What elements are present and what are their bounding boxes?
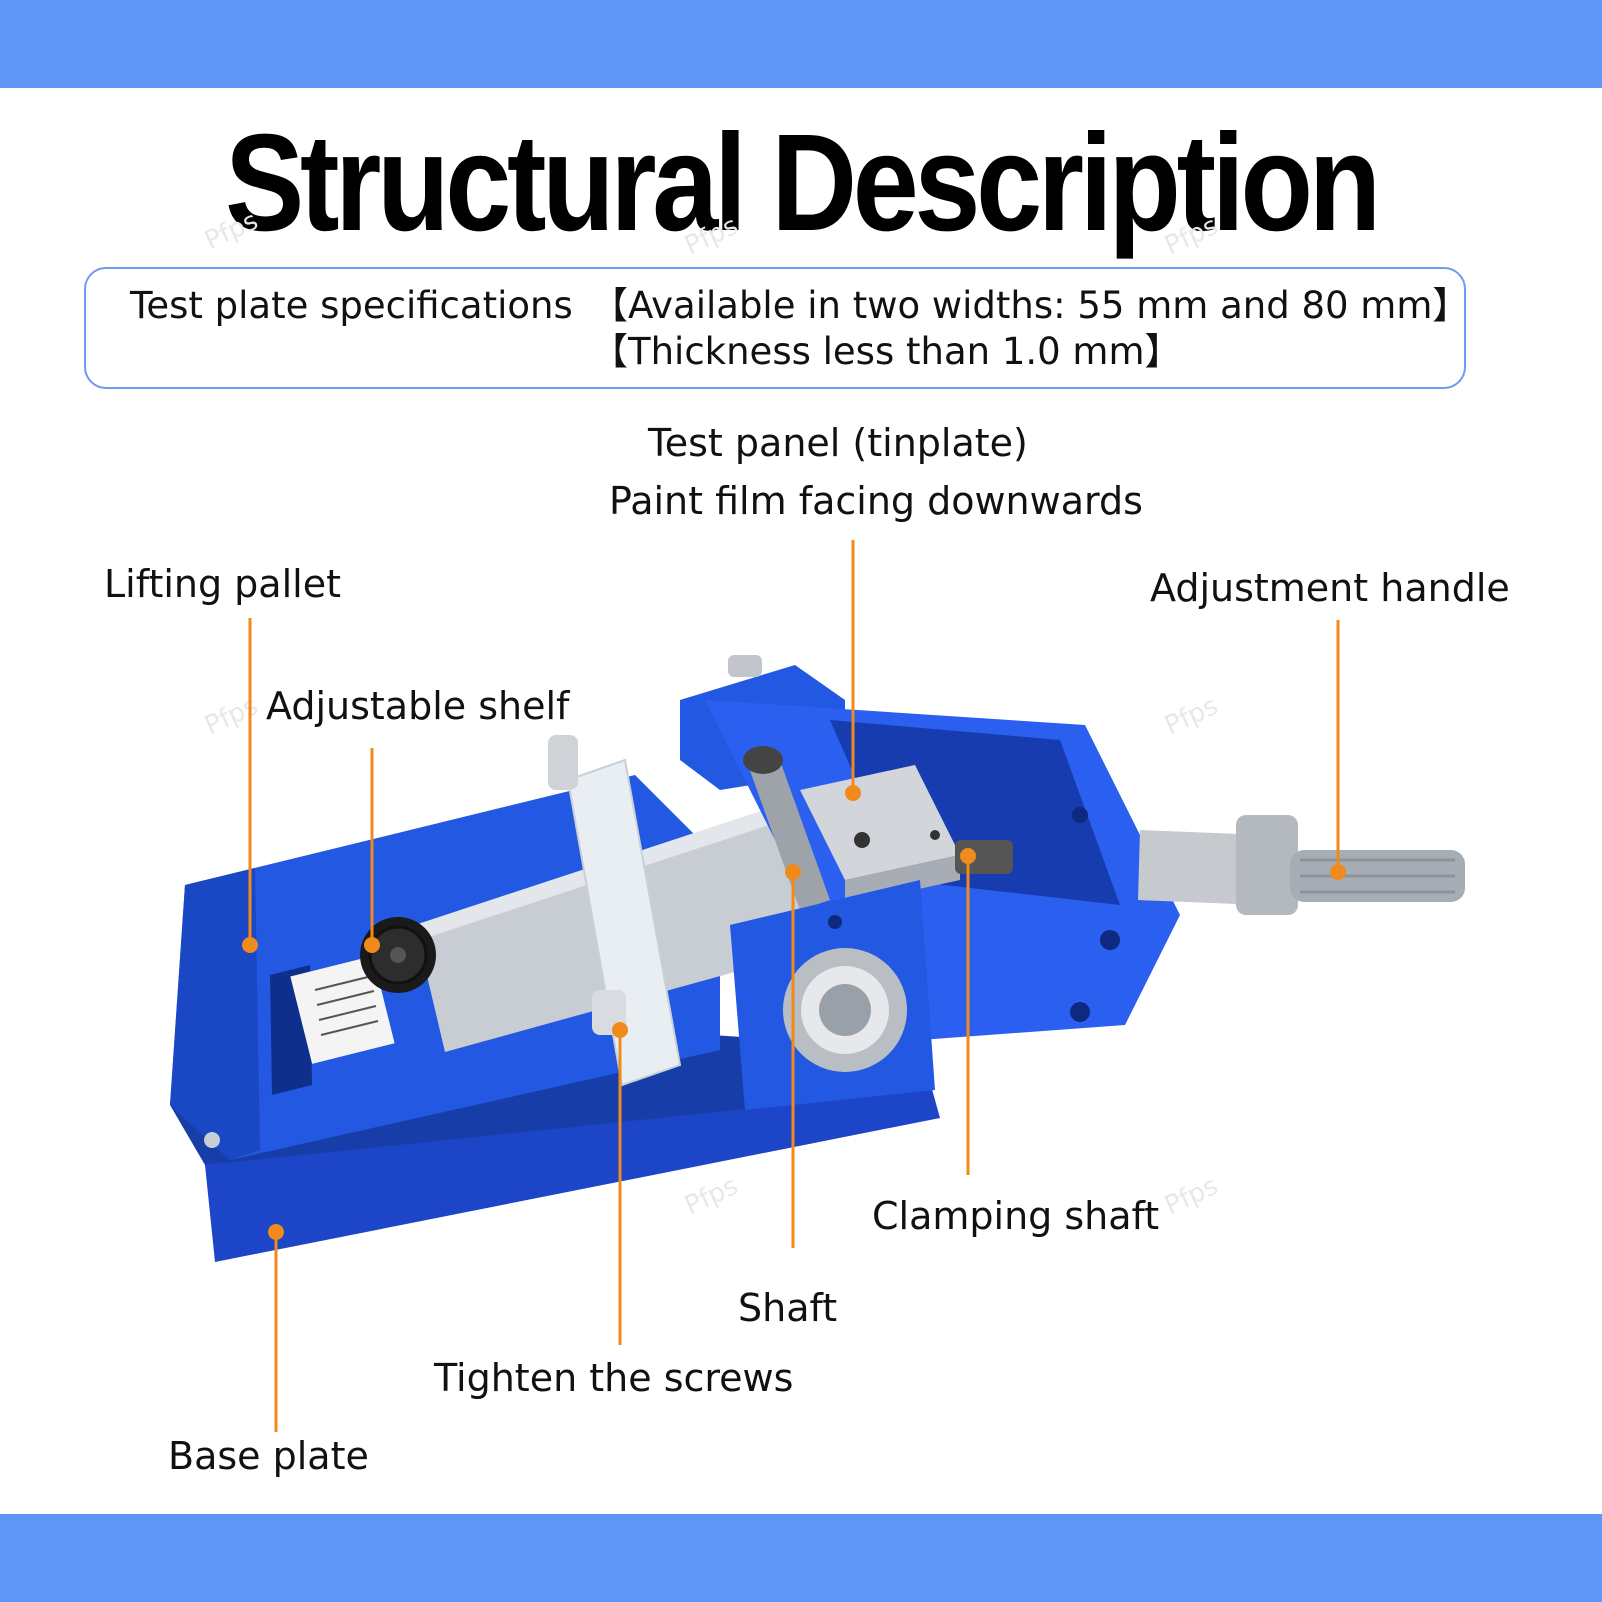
callout-test-panel-title: Test panel (tinplate) [648, 421, 1028, 465]
label-sticker [290, 955, 395, 1064]
callout-test-panel-note: Paint film facing downwards [609, 479, 1143, 523]
shaft-rod-part [743, 746, 830, 910]
callout-adjustment-handle: Adjustment handle [1150, 566, 1510, 610]
spec-thickness: 【Thickness less than 1.0 mm】 [591, 330, 1182, 373]
clamp-bar-part [548, 735, 682, 1087]
page-title: Structural Description [225, 106, 1381, 260]
top-band [0, 0, 1602, 88]
callout-lines [248, 540, 1340, 1432]
callout-tighten-screws: Tighten the screws [434, 1356, 794, 1400]
pivot-block-part [730, 880, 935, 1110]
watermark: Pfps [1160, 691, 1222, 741]
callout-adjustable-shelf: Adjustable shelf [266, 684, 570, 728]
watermark: Pfps [200, 206, 262, 256]
watermark: Pfps [680, 211, 742, 261]
watermark: Pfps [680, 1171, 742, 1221]
spec-label: Test plate specifications [130, 284, 573, 327]
watermark: Pfps [1160, 211, 1222, 261]
spec-widths: 【Available in two widths: 55 mm and 80 m… [591, 284, 1470, 327]
callout-lifting-pallet: Lifting pallet [104, 562, 341, 606]
watermark: Pfps [1160, 1171, 1222, 1221]
callout-clamping-shaft: Clamping shaft [872, 1194, 1160, 1238]
adjustable-shelf-knob [360, 917, 436, 993]
adjustment-handle-part [1138, 815, 1465, 915]
spec-box: Test plate specifications 【Available in … [84, 267, 1470, 389]
bottom-band [0, 1514, 1602, 1602]
callout-shaft: Shaft [738, 1286, 838, 1330]
watermark: Pfps [200, 691, 262, 741]
callout-base-plate: Base plate [168, 1434, 369, 1478]
callout-dots [242, 785, 1346, 1240]
